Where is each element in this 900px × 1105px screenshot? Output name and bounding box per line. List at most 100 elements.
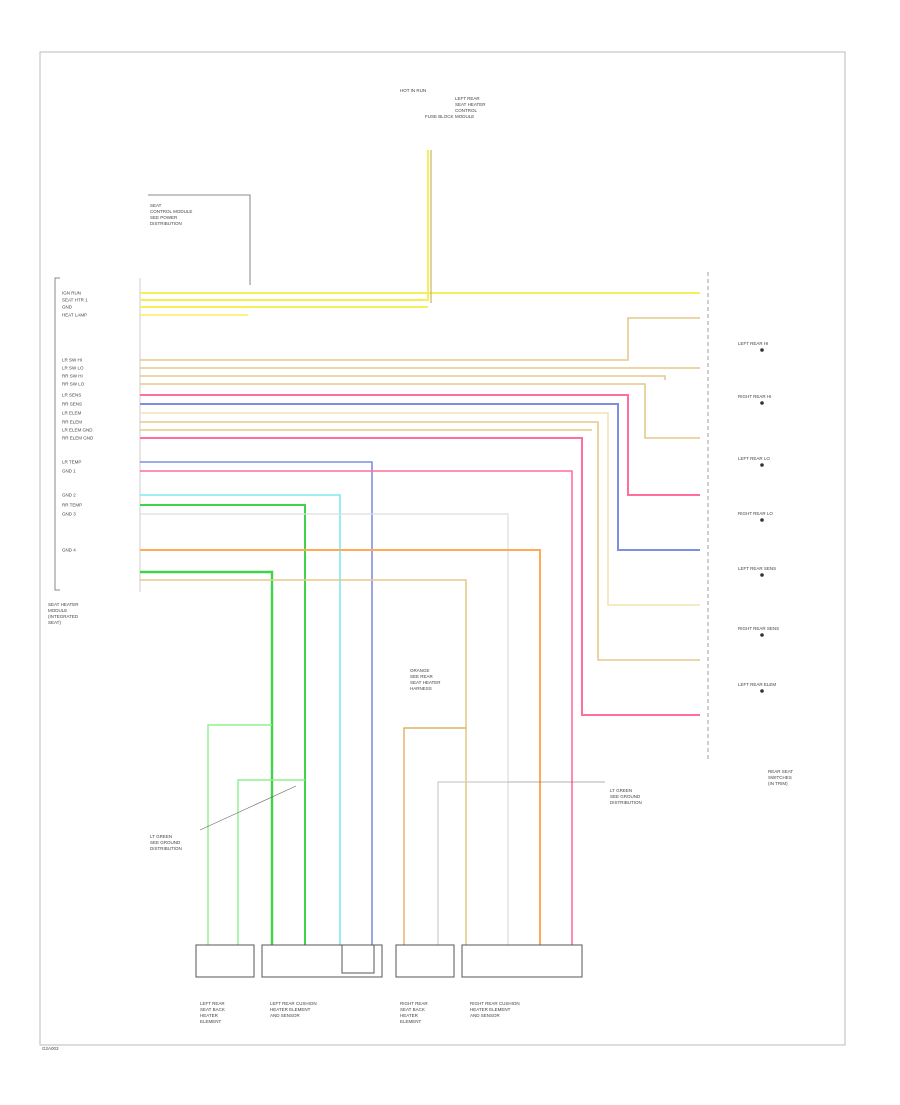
top-right-line-3: CONTROL [455, 108, 477, 113]
switch-label: LEFT REAR HI [738, 341, 768, 346]
left-pin-label: SEAT HTR 1 [62, 298, 88, 303]
wire-pink-drop [140, 470, 573, 945]
left-pin-label: LR ELEM [62, 411, 82, 416]
connector-3 [395, 944, 455, 978]
wire-green-drop-2 [140, 570, 274, 945]
far-right-note-2: SEE GROUND [610, 794, 641, 799]
wire-tan-6 [140, 421, 700, 661]
left-pin-label: LR ELEM GND [62, 428, 93, 433]
wire-tan-4 [140, 383, 700, 439]
wire-tan-5 [140, 412, 700, 606]
wire-lightgreen-splice-2 [237, 779, 305, 945]
wire-lightgreen-splice-1 [207, 724, 272, 945]
caption-4-line-3: AND SENSOR [470, 1013, 501, 1018]
wire-cyan-drop [140, 494, 341, 945]
wire-tan-drop [140, 579, 467, 945]
left-pin-label: IGN RUN [62, 291, 81, 296]
left-pin-label: RR ELEM GND [62, 436, 94, 441]
left-pin-label: RR ELEM [62, 420, 82, 425]
wire-pink-1 [140, 394, 700, 496]
upper-left-note: SEAT CONTROL MODULE SEE POWER DISTRIBUTI… [150, 203, 192, 226]
switch-contact-icon [760, 633, 764, 637]
module-right-line-2: SWITCHES [768, 775, 792, 780]
caption-1-line-1: LEFT REAR [200, 1001, 225, 1006]
top-right-line-4: MODULE [455, 114, 474, 119]
top-note-block: FUSE BLOCK LEFT REAR SEAT HEATER CONTROL… [425, 96, 486, 119]
wire-orange-splice [403, 727, 466, 945]
switch-label: RIGHT REAR HI [738, 394, 771, 399]
caption-1-line-3: HEATER [200, 1013, 219, 1018]
wire-white-drop [140, 513, 509, 945]
module-left-line-1: SEAT HEATER [48, 602, 79, 607]
far-right-note-3: DISTRIBUTION [610, 800, 642, 805]
far-right-note-1: LT GREEN [610, 788, 632, 793]
bottom-connectors [195, 944, 583, 978]
switch-label: RIGHT REAR LO [738, 511, 773, 516]
top-right-line-1: LEFT REAR [455, 96, 480, 101]
module-left-line-2: MODULE [48, 608, 67, 613]
caption-4-line-1: RIGHT REAR CUSHION [470, 1001, 520, 1006]
bottom-captions: LEFT REAR SEAT BACK HEATER ELEMENT LEFT … [200, 1001, 520, 1024]
switch-label: LEFT REAR LO [738, 456, 770, 461]
left-pin-label: RR SW HI [62, 374, 83, 379]
diagram-frame [39, 51, 846, 1046]
left-pin-label: GND 2 [62, 493, 76, 498]
switch-label: LEFT REAR SENS [738, 566, 776, 571]
upper-left-line-2: CONTROL MODULE [150, 209, 192, 214]
wire-tan-1 [140, 317, 700, 361]
left-pin-label: GND 3 [62, 512, 76, 517]
module-right-line-1: REAR SEAT [768, 769, 793, 774]
caption-2-line-3: AND SENSOR [270, 1013, 301, 1018]
wire-gray-splice [437, 781, 508, 945]
left-pin-label: HEAT LAMP [62, 313, 87, 318]
caption-4-line-2: HEATER ELEMENT [470, 1007, 511, 1012]
caption-2-line-2: HEATER ELEMENT [270, 1007, 311, 1012]
wire-orange-drop [140, 549, 541, 945]
left-module-bracket [54, 277, 60, 591]
right-switches: LEFT REAR HI RIGHT REAR HI LEFT REAR LO RIG… [738, 341, 779, 693]
switch-contact-icon [760, 401, 764, 405]
left-pin-label: LR SW LO [62, 366, 84, 371]
module-right-caption: REAR SEAT SWITCHES (IN TRIM) [768, 769, 793, 786]
caption-2-line-1: LEFT REAR CUSHION [270, 1001, 317, 1006]
wire-harness [140, 150, 700, 945]
connector-2-inner [341, 944, 375, 974]
switch-contact-icon [760, 463, 764, 467]
wire-pink-2 [140, 437, 700, 716]
module-left-line-4: SEAT) [48, 620, 61, 625]
mid-right-note: ORANGE SEE REAR SEAT HEATER HARNESS [410, 668, 441, 691]
mid-right-note-4: HARNESS [410, 686, 432, 691]
left-pin-label: LR SW HI [62, 358, 82, 363]
module-left-caption: SEAT HEATER MODULE (INTEGRATED SEAT) [48, 602, 79, 625]
far-right-note: LT GREEN SEE GROUND DISTRIBUTION [610, 788, 642, 805]
left-pin-label: RR SENS [62, 402, 82, 407]
mid-left-note-1: LT GREEN [150, 834, 172, 839]
upper-left-lead [148, 194, 251, 285]
wire-blue-1 [140, 403, 700, 551]
mid-left-note-2: SEE GROUND [150, 840, 181, 845]
mid-left-note-3: DISTRIBUTION [150, 846, 182, 851]
switch-contact-icon [760, 573, 764, 577]
wire-blue-drop [140, 461, 373, 945]
left-pin-label: GND 4 [62, 548, 76, 553]
bottom-left-note: G2A003 [42, 1046, 59, 1051]
switch-label: LEFT REAR ELEM [738, 682, 776, 687]
mid-right-note-3: SEAT HEATER [410, 680, 441, 685]
left-pin-label: GND [62, 305, 73, 310]
wire-tan-3 [140, 375, 666, 380]
mid-right-note-2: SEE REAR [410, 674, 434, 679]
caption-3-line-3: HEATER [400, 1013, 419, 1018]
module-left-line-3: (INTEGRATED [48, 614, 79, 619]
top-note: FUSE BLOCK [425, 114, 454, 119]
switch-contact-icon [760, 518, 764, 522]
top-label: HOT IN RUN [400, 88, 426, 93]
top-right-line-2: SEAT HEATER [455, 102, 486, 107]
mid-right-note-1: ORANGE [410, 668, 430, 673]
connector-2 [261, 944, 383, 978]
wire-green-drop-1 [140, 504, 306, 945]
upper-left-line-4: DISTRIBUTION [150, 221, 182, 226]
caption-3-line-1: RIGHT REAR [400, 1001, 428, 1006]
wire-yellow-fuse [140, 150, 429, 301]
